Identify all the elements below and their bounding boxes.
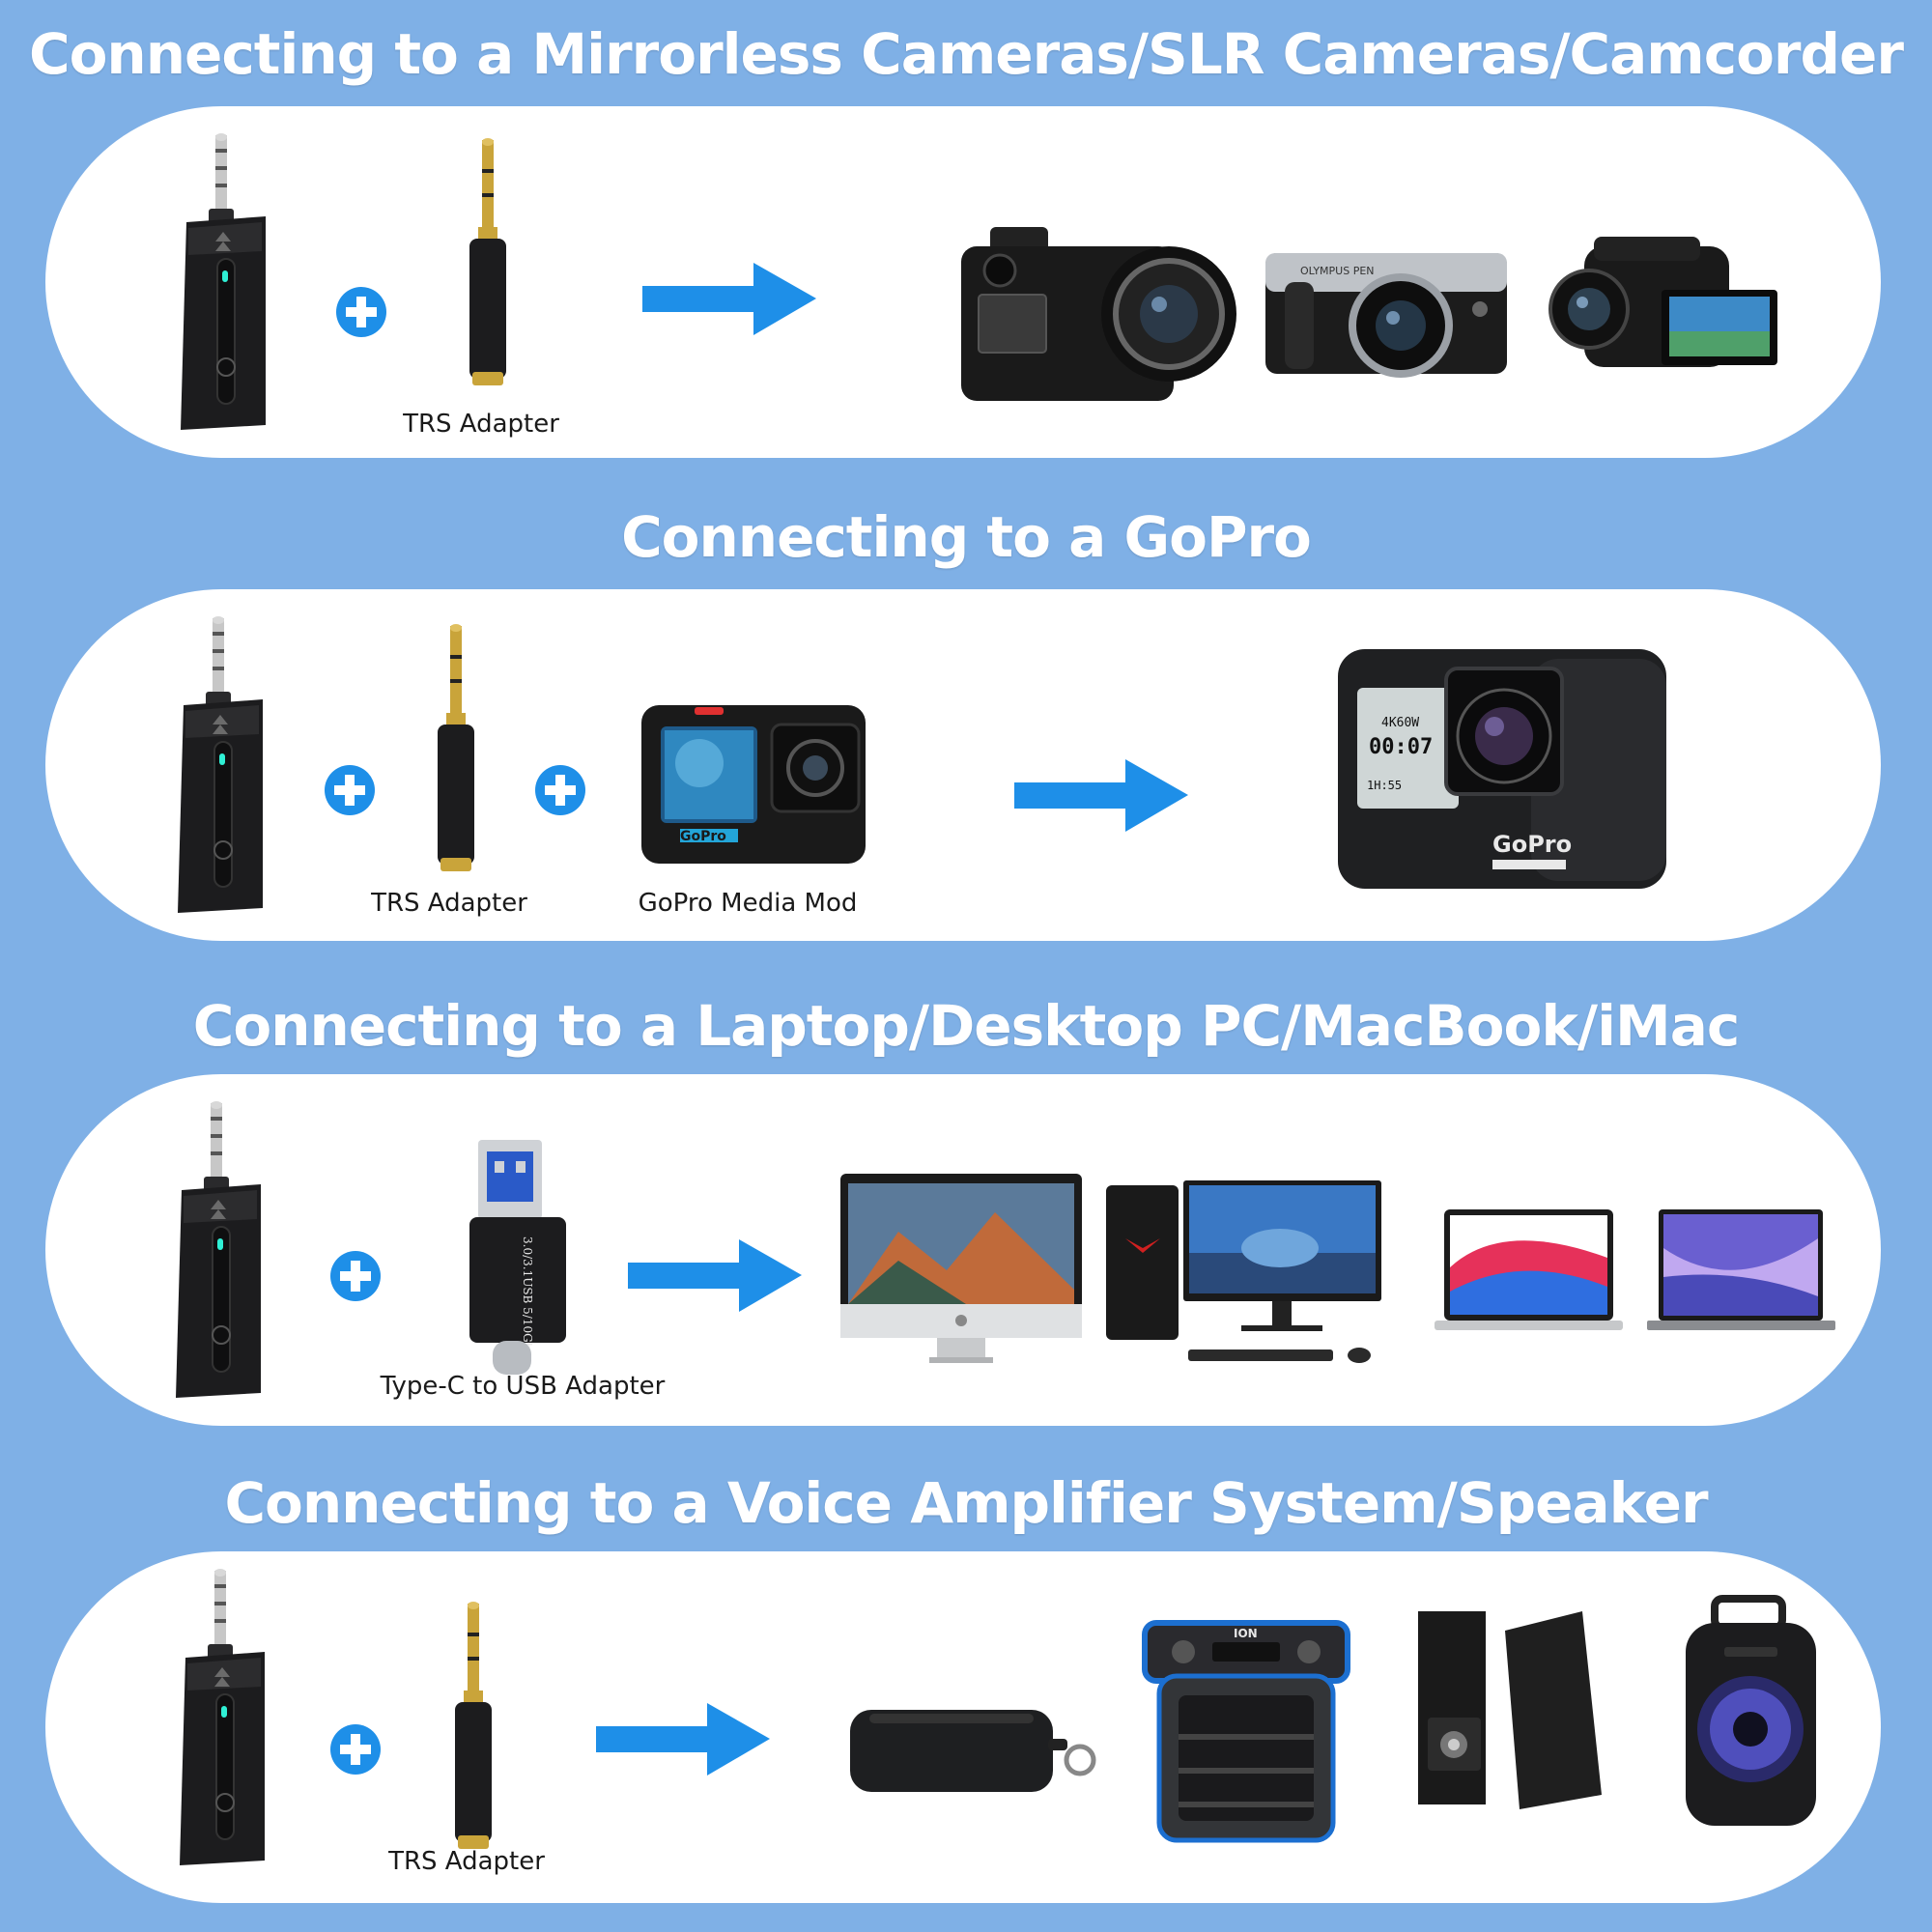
usb-adapter-text: 3.0/3.1USB 5/10Gbps bbox=[521, 1236, 534, 1363]
arrow-right-icon bbox=[642, 263, 816, 335]
receiver-device-icon bbox=[172, 1101, 269, 1403]
olympus-label: OLYMPUS PEN bbox=[1300, 265, 1375, 277]
plus-icon bbox=[533, 763, 587, 817]
amplifier-speaker-icon: ION bbox=[1142, 1620, 1350, 1845]
arrow-right-icon bbox=[596, 1703, 770, 1776]
receiver-device-icon bbox=[174, 616, 270, 918]
media-mod-brand: GoPro bbox=[680, 829, 726, 844]
gopro-brand: GoPro bbox=[1492, 831, 1572, 858]
portable-speaker-icon bbox=[850, 1700, 1101, 1806]
plus-icon bbox=[328, 1249, 383, 1303]
trs-adapter-icon bbox=[432, 624, 480, 877]
plus-icon bbox=[328, 1722, 383, 1776]
section-2-caption-mediamod: GoPro Media Mod bbox=[638, 889, 858, 918]
gopro-media-mod-icon: GoPro bbox=[641, 705, 868, 865]
section-3-caption-usb: Type-C to USB Adapter bbox=[380, 1372, 666, 1401]
section-1-title: Connecting to a Mirrorless Cameras/SLR C… bbox=[29, 21, 1904, 87]
receiver-device-icon bbox=[176, 1569, 272, 1870]
type-c-to-usb-adapter-icon: 3.0/3.1USB 5/10Gbps bbox=[466, 1140, 572, 1377]
mirrorless-camera-icon: OLYMPUS PEN bbox=[1265, 243, 1517, 378]
imac-icon bbox=[840, 1174, 1082, 1367]
dslr-camera-icon bbox=[961, 217, 1236, 401]
gopro-camera-icon: 4K60W 00:07 1H:55 GoPro bbox=[1338, 649, 1671, 891]
macbook-icon bbox=[1435, 1209, 1623, 1335]
receiver-device-icon bbox=[177, 133, 273, 435]
plus-icon bbox=[323, 763, 377, 817]
camcorder-icon bbox=[1546, 237, 1797, 377]
section-3-title: Connecting to a Laptop/Desktop PC/MacBoo… bbox=[192, 993, 1740, 1059]
amp-brand: ION bbox=[1234, 1627, 1258, 1640]
section-1-caption-trs: TRS Adapter bbox=[403, 410, 559, 439]
trs-adapter-icon bbox=[464, 138, 512, 391]
trs-adapter-icon bbox=[449, 1602, 497, 1855]
arrow-right-icon bbox=[1014, 759, 1188, 832]
gopro-screen-time: 00:07 bbox=[1369, 735, 1433, 759]
dell-laptop-icon bbox=[1647, 1209, 1835, 1335]
pc-speakers-icon bbox=[1408, 1611, 1631, 1814]
plus-icon bbox=[334, 285, 388, 339]
party-speaker-icon bbox=[1681, 1595, 1821, 1831]
section-2-title: Connecting to a GoPro bbox=[621, 504, 1312, 570]
gopro-screen-mode: 4K60W bbox=[1381, 716, 1419, 730]
desktop-pc-icon bbox=[1106, 1180, 1386, 1364]
arrow-right-icon bbox=[628, 1239, 802, 1312]
gopro-screen-remaining: 1H:55 bbox=[1367, 779, 1402, 792]
section-4-title: Connecting to a Voice Amplifier System/S… bbox=[224, 1470, 1708, 1536]
section-4-caption-trs: TRS Adapter bbox=[388, 1847, 545, 1876]
section-2-caption-trs: TRS Adapter bbox=[371, 889, 527, 918]
